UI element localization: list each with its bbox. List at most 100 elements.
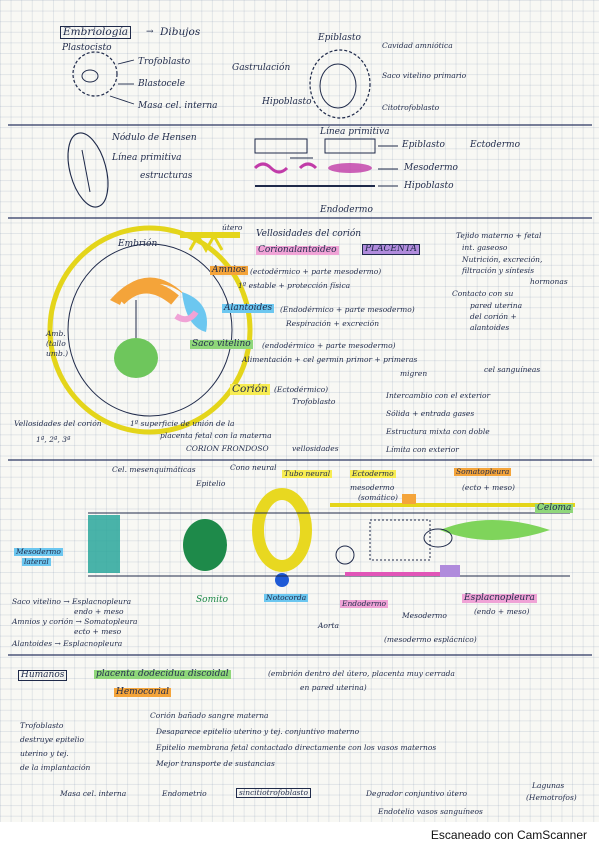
corion-desc-1: (Ectodérmico) xyxy=(274,385,329,394)
aorta-label: Aorta xyxy=(318,621,340,630)
gastrulation-label: Gastrulación xyxy=(232,63,291,73)
alantoides-desc-2: Respiración + excreción xyxy=(286,319,380,328)
somatopleura-label: Somatopleura xyxy=(454,467,512,476)
lacunae-note: Lagunas xyxy=(532,781,565,790)
hypoblast-label-2: Hipoblasto xyxy=(404,181,454,191)
alantoides-desc-1: (Endodérmico + parte mesodermo) xyxy=(280,305,415,314)
villi-note-3: placenta fetal con la materna xyxy=(160,431,272,440)
left-note-4: ecto + meso xyxy=(74,627,122,636)
neural-cone-label: Cono neural xyxy=(230,463,277,472)
arrow-glyph: → xyxy=(146,27,154,37)
placenta-note-3: Nutrición, excreción, xyxy=(462,255,543,264)
contact-note-4: alantoides xyxy=(470,323,510,332)
hemotrophs-note: (Hemotrofos) xyxy=(526,793,577,802)
umbilical-note-2: (tallo xyxy=(46,339,66,348)
page-subtitle: Dibujos xyxy=(160,26,201,38)
hemocorial-label: Hemocorial xyxy=(114,687,172,697)
yolk-sac-desc-1: (endodérmico + parte mesodermo) xyxy=(262,341,396,350)
gastrulation-drawing xyxy=(309,49,371,119)
amnios-label: Amnios xyxy=(210,265,248,275)
blastocyst-label: Plastocisto xyxy=(62,43,112,53)
inner-cell-mass-label: Masa cel. interna xyxy=(138,101,218,111)
corion-desc-4: Sólida + entrada gases xyxy=(386,409,475,418)
uterus-label: útero xyxy=(222,223,243,232)
germ-layers-drawing xyxy=(253,138,376,187)
left5-note-1: Trofoblasto xyxy=(20,721,64,730)
bullet-2: Epitelio membrana fetal contactado direc… xyxy=(156,743,437,752)
villi-note-6: vellosidades xyxy=(292,444,339,453)
structures-label: estructuras xyxy=(140,171,193,181)
notochord-label: Notocorda xyxy=(264,593,309,602)
left5-note-4: de la implantación xyxy=(20,763,91,772)
umbilical-note-3: umb.) xyxy=(46,349,69,358)
celoma-label: Celoma xyxy=(535,503,574,513)
amnios-desc-1: (ectodérmico + parte mesodermo) xyxy=(250,267,382,276)
inner-mass-note: Masa cel. interna xyxy=(60,789,127,798)
lateral-mesoderm-label-2: lateral xyxy=(22,557,51,566)
left-note-2: endo + meso xyxy=(74,607,124,616)
yolk-sac-desc-2: Alimentación + cel germin primor + prime… xyxy=(242,355,418,364)
cytotrophoblast-label: Citotrofoblasto xyxy=(382,103,440,112)
placenta-type-label: placenta dodecidua discoidal xyxy=(94,669,231,679)
scanner-text: Escaneado con CamScanner xyxy=(430,828,587,842)
alantoides-label: Alantoides xyxy=(222,303,275,313)
blastocyst-drawing xyxy=(72,51,118,97)
yolk-sac-desc-3: migren xyxy=(400,369,428,378)
humans-label: Humanos xyxy=(18,670,68,681)
amniotic-cavity-label: Cavidad amniótica xyxy=(382,41,453,50)
villi-note-5: CORION FRONDOSO xyxy=(186,444,269,453)
splanchnopleura-label: Esplacnopleura xyxy=(462,593,537,603)
corion-desc-6: Límita con exterior xyxy=(386,445,459,454)
contact-note-1: Contacto con su xyxy=(452,289,514,298)
epiblast-label: Epiblasto xyxy=(318,33,361,43)
corion-bathed-note: Corión bañado sangre materna xyxy=(150,711,269,720)
left-note-3: Amnios y corión → Somatopleura xyxy=(12,617,138,626)
trophoblast-label: Trofoblasto xyxy=(138,57,191,67)
epithelium-label: Epitelio xyxy=(196,479,226,488)
bullet-3: Mejor transporte de sustancias xyxy=(156,759,275,768)
left5-note-3: uterino y tej. xyxy=(20,749,69,758)
ectoderm-label: Ectodermo xyxy=(470,140,520,150)
page-title: Embriología xyxy=(60,26,132,39)
yolk-sac-label: Saco vitelino xyxy=(190,339,253,349)
primary-yolk-sac-label: Saco vitelino primario xyxy=(382,71,467,80)
hypoblast-label: Hipoblasto xyxy=(262,97,312,107)
lateral-mesoderm-label-1: Mesodermo xyxy=(14,547,63,556)
splanchnopleura-sub: (endo + meso) xyxy=(474,607,530,616)
ectoderm-sub-2: (somático) xyxy=(358,493,398,502)
placenta-note-2: int. gaseoso xyxy=(462,243,508,252)
villi-note-2: 1º superficie de unión de la xyxy=(130,419,235,428)
corion-label: Corión xyxy=(230,383,270,395)
contact-note-3: del corión + xyxy=(470,312,517,321)
placenta-note-1: Tejido materno + fetal xyxy=(456,231,542,240)
placenta-note-4: filtración y síntesis xyxy=(462,266,535,275)
left-note-5: Alantoides → Esplacnopleura xyxy=(12,639,123,648)
corion-desc-5: Estructura mixta con doble xyxy=(386,427,490,436)
syncytiotrophoblast-note: sincitiotrofoblasto xyxy=(236,788,312,798)
splanchnic-mesoderm-label: (mesodermo esplácnico) xyxy=(384,635,477,644)
ectoderm-label-s4: Ectodermo xyxy=(350,469,396,478)
umbilical-note-1: Amb. xyxy=(46,329,66,338)
amnios-desc-2: 1º estable + protección física xyxy=(238,281,351,290)
corion-desc-2: Trofoblasto xyxy=(292,397,336,406)
bullet-1: Desaparece epitelio uterino y tej. conju… xyxy=(156,727,360,736)
placenta-label: PLACENTA xyxy=(362,244,420,255)
left5-note-2: destruye epitelio xyxy=(20,735,84,744)
degrades-note: Degrador conjuntivo útero xyxy=(366,789,468,798)
endoderm-label-s4: Endodermo xyxy=(340,599,389,608)
somatopleura-sub: (ecto + meso) xyxy=(462,483,515,492)
villi-note-4: 1ª, 2ª, 3ª xyxy=(36,435,71,444)
cross-section-drawing xyxy=(88,488,575,587)
hensen-node-drawing xyxy=(67,132,109,208)
mesoderm-label: Mesodermo xyxy=(404,163,458,173)
endoderm-label: Endodermo xyxy=(320,205,373,215)
contact-note-2: pared uterina xyxy=(470,301,523,310)
villi-label: Vellosidades del corión xyxy=(256,229,362,239)
yolk-sac-desc-4: cel sanguíneas xyxy=(484,365,541,374)
somite-label: Somito xyxy=(196,595,229,605)
placenta-desc-2: en pared uterina) xyxy=(300,683,367,692)
corion-desc-3: Intercambio con el exterior xyxy=(386,391,491,400)
hensen-node-label: Nódulo de Hensen xyxy=(112,133,197,143)
